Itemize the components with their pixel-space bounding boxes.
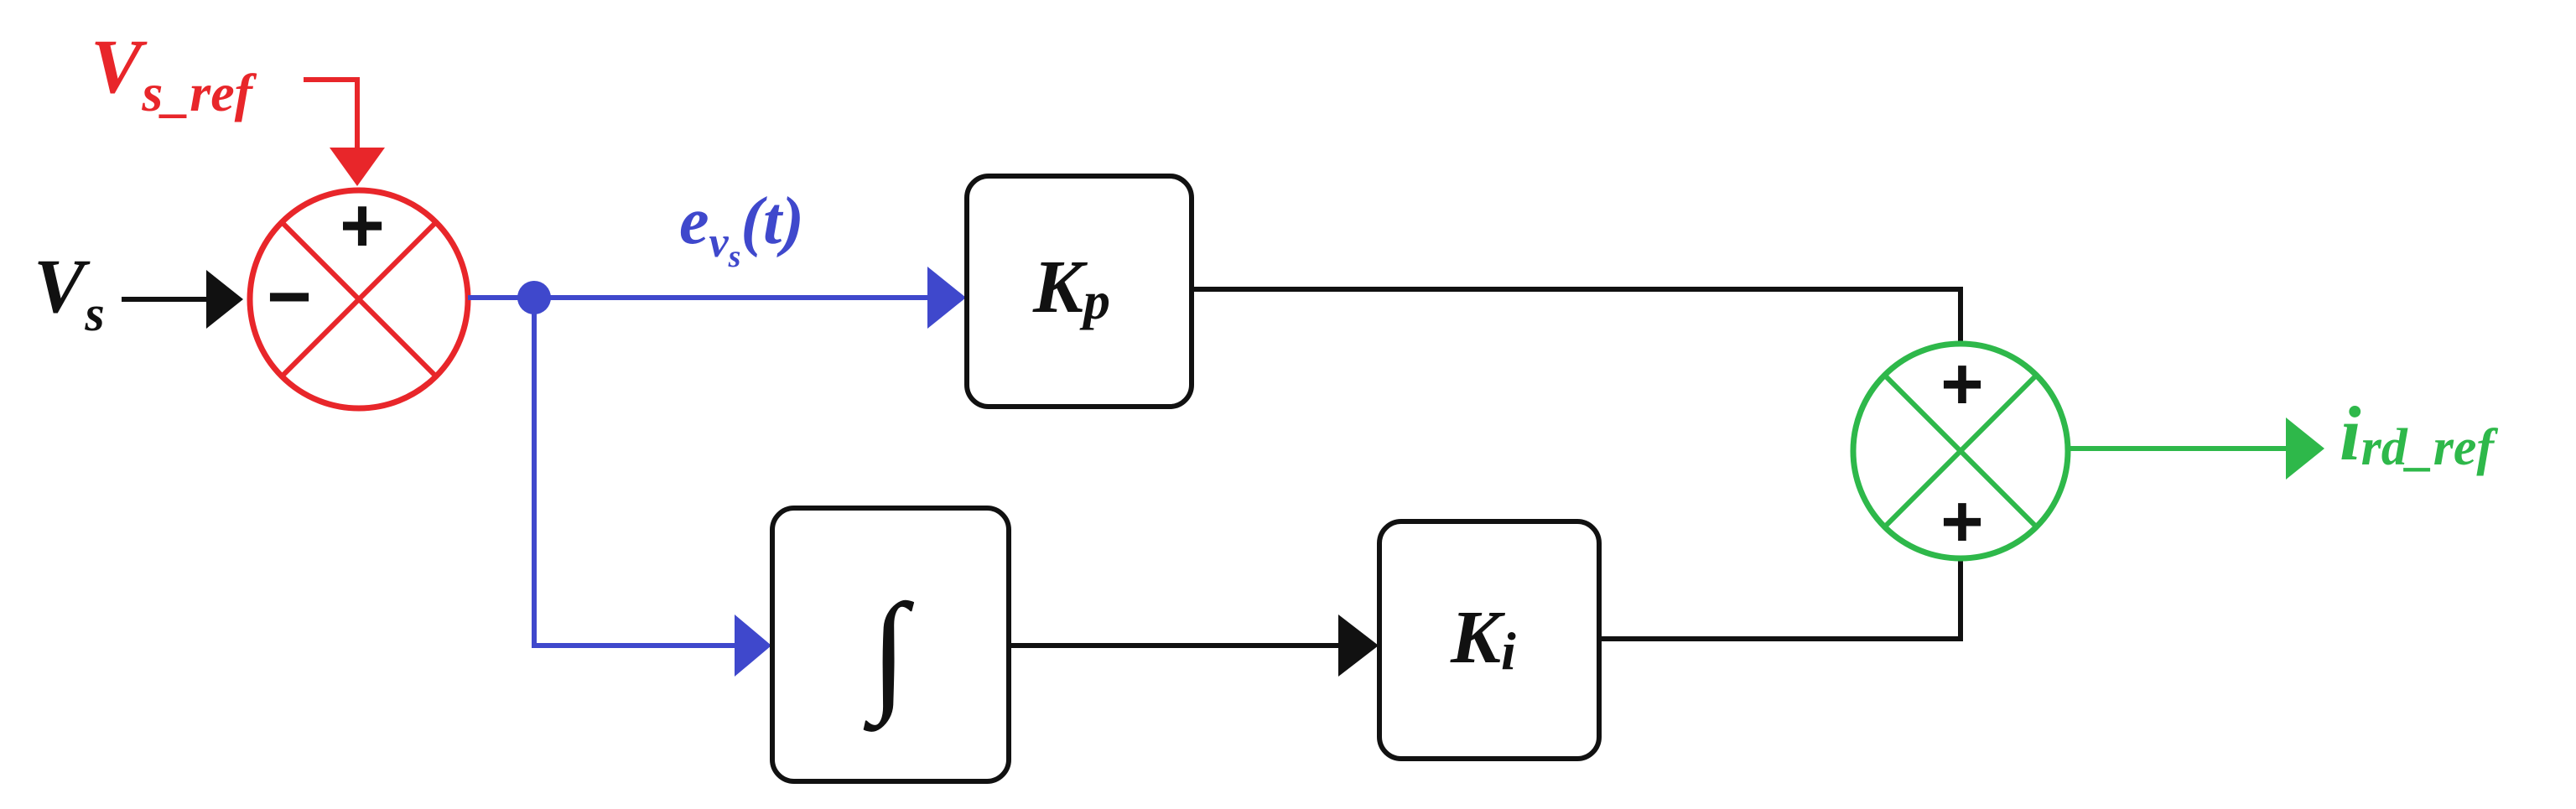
vs-input-arrowhead: [206, 270, 243, 329]
integrator-symbol: ∫: [863, 576, 914, 732]
summing-junction-1: + −: [247, 183, 471, 412]
sj2-plus-top-sign: +: [1940, 342, 1983, 425]
ki-input-arrowhead: [1338, 615, 1379, 677]
vs-ref-label: Vs_ref: [91, 23, 257, 122]
vs-ref-arrowhead: [330, 148, 385, 186]
integrator-input-arrowhead: [735, 615, 771, 677]
summing-junction-2: + +: [1850, 340, 2071, 563]
kp-output-line: [1192, 287, 1963, 348]
ki-label: Ki: [1450, 596, 1516, 681]
output-arrowhead: [2286, 417, 2324, 480]
output-label: ird_ref: [2340, 391, 2498, 476]
error-signal-label: evs(t): [679, 184, 804, 274]
sj2-plus-bottom-sign: +: [1940, 480, 1983, 563]
sj1-plus-sign: +: [340, 183, 385, 268]
ki-output-line: [1599, 553, 1963, 641]
vs-ref-line: [304, 77, 360, 151]
kp-label: Kp: [1032, 246, 1110, 330]
integrator-branch-line: [532, 298, 738, 648]
kp-input-arrowhead: [927, 267, 966, 329]
vs-label: Vs: [34, 243, 105, 341]
sj1-minus-sign: −: [267, 254, 312, 340]
